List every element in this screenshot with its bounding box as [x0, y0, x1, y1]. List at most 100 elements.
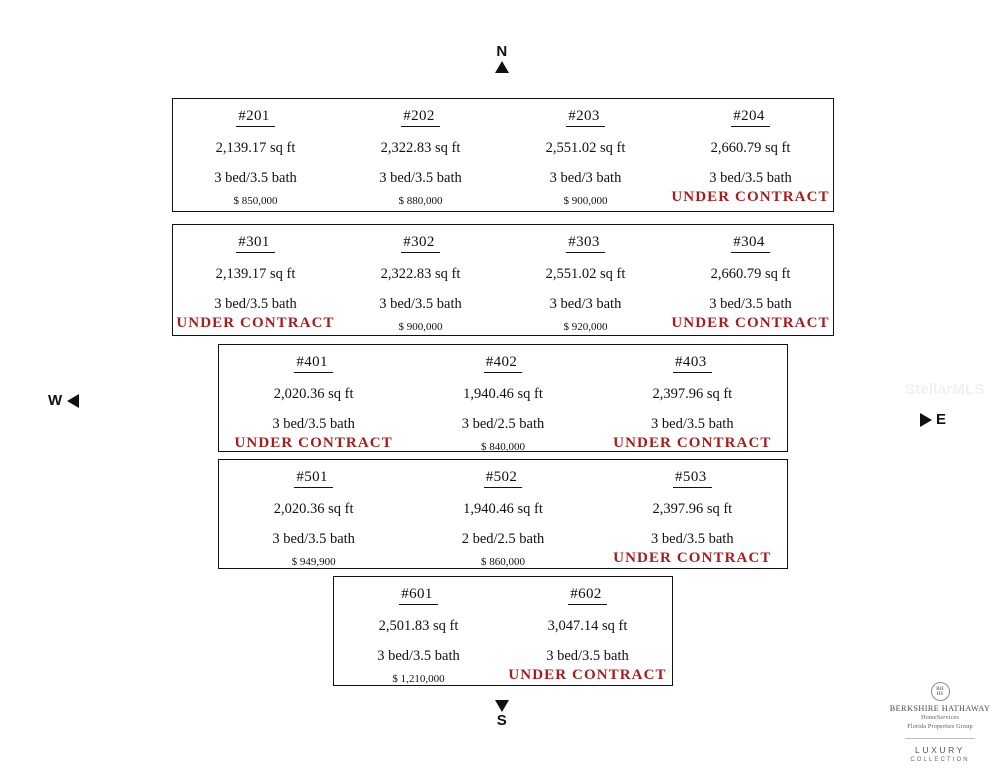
unit-price: $ 949,900 — [291, 556, 336, 568]
unit-square-footage: 2,322.83 sq ft — [380, 140, 461, 156]
unit-number: #402 — [483, 354, 523, 373]
stellarmls-watermark: StellarMLS — [905, 381, 985, 398]
unit-status-badge: UNDER CONTRACT — [613, 435, 772, 451]
brokerage-name: BERKSHIRE HATHAWAY — [889, 704, 991, 713]
brokerage-subtitle: HomeServices — [921, 714, 959, 721]
unit-square-footage: 1,940.46 sq ft — [463, 386, 543, 402]
unit-status-badge: UNDER CONTRACT — [671, 189, 830, 205]
unit-number: #501 — [294, 469, 333, 488]
unit-number: #601 — [399, 586, 438, 605]
arrow-down-icon — [495, 700, 509, 712]
floor-row: #201 2,139.17 sq ft 3 bed/3.5 bath $ 850,00… — [172, 98, 834, 212]
unit-cell[interactable]: #201 2,139.17 sq ft 3 bed/3.5 bath $ 850,00… — [173, 99, 338, 211]
unit-bed-bath: 3 bed/3.5 bath — [379, 170, 462, 186]
floor-row: #501 2,020.36 sq ft 3 bed/3.5 bath $ 949,90… — [218, 459, 788, 569]
unit-square-footage: 2,660.79 sq ft — [710, 266, 791, 282]
unit-cell[interactable]: #502 1,940.46 sq ft 2 bed/2.5 bath $ 860,00… — [408, 460, 597, 568]
arrow-left-icon — [66, 393, 79, 408]
unit-square-footage: 3,047.14 sq ft — [547, 618, 628, 634]
unit-square-footage: 2,322.83 sq ft — [380, 266, 461, 282]
arrow-right-icon — [920, 412, 932, 427]
unit-price: $ 900,000 — [563, 195, 608, 207]
unit-bed-bath: 3 bed/3.5 bath — [709, 170, 792, 186]
unit-square-footage: 2,139.17 sq ft — [215, 140, 296, 156]
unit-bed-bath: 3 bed/3.5 bath — [546, 648, 629, 664]
unit-number: #602 — [568, 586, 607, 605]
compass-east: E — [920, 412, 947, 427]
unit-cell[interactable]: #402 1,940.46 sq ft 3 bed/2.5 bath $ 840,00… — [408, 345, 597, 453]
unit-square-footage: 2,020.36 sq ft — [273, 386, 354, 402]
unit-number: #503 — [673, 469, 712, 488]
unit-bed-bath: 3 bed/3.5 bath — [272, 531, 355, 547]
unit-number: #502 — [483, 469, 523, 488]
unit-bed-bath: 3 bed/3.5 bath — [651, 416, 734, 432]
logo-divider — [905, 738, 975, 739]
unit-bed-bath: 3 bed/3.5 bath — [709, 296, 792, 312]
unit-square-footage: 2,551.02 sq ft — [545, 140, 626, 156]
unit-square-footage: 2,660.79 sq ft — [710, 140, 791, 156]
berkshire-hathaway-monogram-icon: BH HS — [930, 682, 950, 701]
unit-bed-bath: 3 bed/3.5 bath — [214, 296, 297, 312]
unit-status-badge: UNDER CONTRACT — [613, 550, 772, 566]
monogram-line-2: HS — [936, 691, 944, 697]
compass-west-label: W — [48, 392, 63, 409]
unit-status-badge: UNDER CONTRACT — [176, 315, 335, 331]
unit-bed-bath: 3 bed/3.5 bath — [377, 648, 460, 664]
arrow-up-icon — [495, 61, 509, 73]
unit-bed-bath: 3 bed/2.5 bath — [461, 416, 545, 432]
unit-square-footage: 2,397.96 sq ft — [652, 501, 733, 517]
unit-number: #303 — [566, 234, 605, 253]
unit-number: #401 — [294, 354, 333, 373]
brokerage-logo: BH HS BERKSHIRE HATHAWAY HomeServices Fl… — [880, 682, 1000, 764]
unit-number: #201 — [236, 108, 275, 127]
unit-square-footage: 2,397.96 sq ft — [652, 386, 733, 402]
unit-price: $ 850,000 — [233, 195, 278, 207]
unit-square-footage: 2,551.02 sq ft — [545, 266, 626, 282]
compass-north: N — [479, 44, 525, 73]
monogram-line-1: BH — [936, 686, 944, 692]
unit-price: $ 1,210,000 — [392, 673, 445, 685]
unit-price: $ 840,000 — [480, 441, 525, 453]
luxury-label: LUXURY — [915, 745, 965, 755]
unit-number: #304 — [731, 234, 770, 253]
unit-number: #302 — [401, 234, 440, 253]
unit-number: #403 — [673, 354, 712, 373]
unit-number: #202 — [401, 108, 440, 127]
unit-bed-bath: 2 bed/2.5 bath — [461, 531, 545, 547]
unit-square-footage: 2,020.36 sq ft — [273, 501, 354, 517]
unit-bed-bath: 3 bed/3 bath — [549, 296, 622, 312]
unit-price: $ 900,000 — [398, 321, 443, 333]
unit-square-footage: 2,501.83 sq ft — [378, 618, 459, 634]
unit-price: $ 860,000 — [480, 556, 525, 568]
unit-square-footage: 2,139.17 sq ft — [215, 266, 296, 282]
unit-status-badge: UNDER CONTRACT — [508, 667, 667, 683]
unit-bed-bath: 3 bed/3.5 bath — [214, 170, 297, 186]
unit-cell[interactable]: #601 2,501.83 sq ft 3 bed/3.5 bath $ 1,210,… — [334, 577, 503, 685]
unit-number: #301 — [236, 234, 275, 253]
unit-cell[interactable]: #303 2,551.02 sq ft 3 bed/3 bath $ 920,000 — [503, 225, 668, 335]
unit-cell[interactable]: #501 2,020.36 sq ft 3 bed/3.5 bath $ 949,90… — [219, 460, 408, 568]
unit-number: #204 — [731, 108, 770, 127]
compass-south-label: S — [496, 712, 508, 729]
compass-east-label: E — [936, 411, 947, 428]
brokerage-region: Florida Properties Group — [907, 723, 973, 730]
floor-row: #601 2,501.83 sq ft 3 bed/3.5 bath $ 1,210,… — [333, 576, 673, 686]
unit-price: $ 920,000 — [563, 321, 608, 333]
unit-bed-bath: 3 bed/3.5 bath — [272, 416, 355, 432]
unit-bed-bath: 3 bed/3.5 bath — [651, 531, 734, 547]
unit-number: #203 — [566, 108, 605, 127]
unit-square-footage: 1,940.46 sq ft — [463, 501, 543, 517]
